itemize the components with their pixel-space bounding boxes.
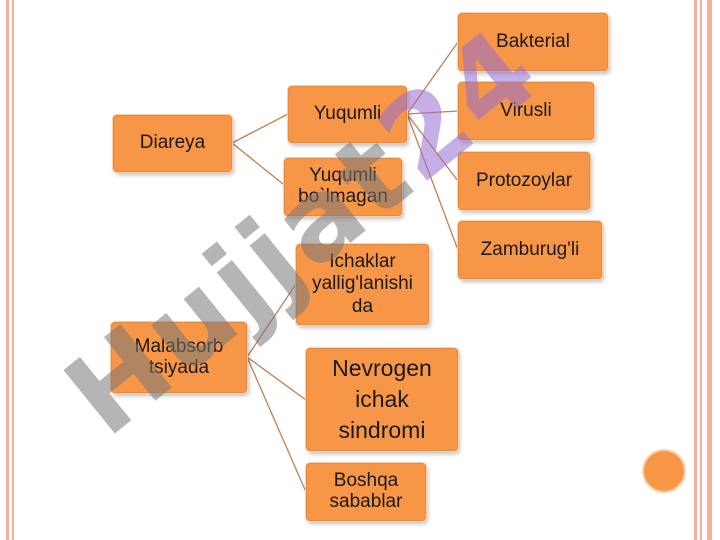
node-boshqa-line1: Boshqa bbox=[333, 470, 399, 492]
node-zamburugli: Zamburug'li bbox=[458, 221, 602, 279]
node-protozoylar-label: Protozoylar bbox=[475, 169, 573, 191]
node-ichaklar: Ichaklar yallig'lanishi da bbox=[296, 244, 429, 325]
link-malabsorb-ichaklar bbox=[246, 283, 297, 358]
node-nevrogen-line1: Nevrogen bbox=[332, 354, 432, 381]
link-diareya-yuqumli bbox=[231, 113, 289, 144]
node-yuqumli-bolmagan: Yuqumli bo`lmagan bbox=[284, 158, 402, 216]
node-yuqumli: Yuqumli bbox=[288, 86, 407, 143]
link-diareya-bolmagan bbox=[231, 142, 289, 189]
node-boshqa: Boshqa sabablar bbox=[306, 463, 426, 521]
node-yuqumli-bolmagan-line1: Yuqumli bbox=[309, 165, 377, 187]
link-yuqumli-virusli bbox=[406, 110, 459, 115]
node-diareya: Diareya bbox=[113, 115, 232, 172]
left-border-stripe-2 bbox=[12, 0, 14, 540]
right-border-stripe-3 bbox=[707, 0, 712, 540]
node-malabsorbtsiya-line1: Malabsorb bbox=[134, 335, 224, 357]
left-border-stripe-1 bbox=[6, 0, 9, 540]
link-yuqumli-bakterial bbox=[406, 41, 459, 115]
node-protozoylar: Protozoylar bbox=[458, 152, 590, 210]
node-ichaklar-line2: yallig'lanishi bbox=[312, 273, 413, 295]
node-ichaklar-line1: Ichaklar bbox=[329, 250, 396, 272]
node-bakterial-label: Bakterial bbox=[496, 30, 570, 52]
right-border-stripe-2 bbox=[700, 0, 702, 540]
node-virusli: Virusli bbox=[458, 82, 594, 140]
link-yuqumli-zamburugli bbox=[406, 113, 459, 251]
link-malabsorb-boshqa bbox=[246, 356, 307, 493]
link-malabsorb-nevrogen bbox=[246, 356, 307, 401]
node-diareya-label: Diareya bbox=[139, 132, 206, 154]
node-nevrogen: Nevrogen ichak sindromi bbox=[306, 348, 458, 451]
decorative-circle bbox=[644, 451, 684, 491]
node-malabsorbtsiya-line2: tsiyada bbox=[148, 356, 210, 378]
node-yuqumli-label: Yuqumli bbox=[313, 103, 382, 125]
node-nevrogen-line3: sindromi bbox=[338, 417, 426, 444]
node-bakterial: Bakterial bbox=[458, 13, 608, 71]
node-ichaklar-line3: da bbox=[351, 295, 374, 317]
node-boshqa-line2: sabablar bbox=[329, 491, 403, 512]
node-virusli-label: Virusli bbox=[500, 99, 552, 121]
node-yuqumli-bolmagan-line2: bo`lmagan bbox=[298, 186, 388, 207]
right-border-stripe-1 bbox=[694, 0, 697, 540]
node-malabsorbtsiya: Malabsorb tsiyada bbox=[111, 322, 247, 393]
link-yuqumli-protozoylar bbox=[406, 113, 459, 182]
node-zamburugli-label: Zamburug'li bbox=[480, 238, 580, 260]
node-nevrogen-line2: ichak bbox=[355, 385, 409, 412]
